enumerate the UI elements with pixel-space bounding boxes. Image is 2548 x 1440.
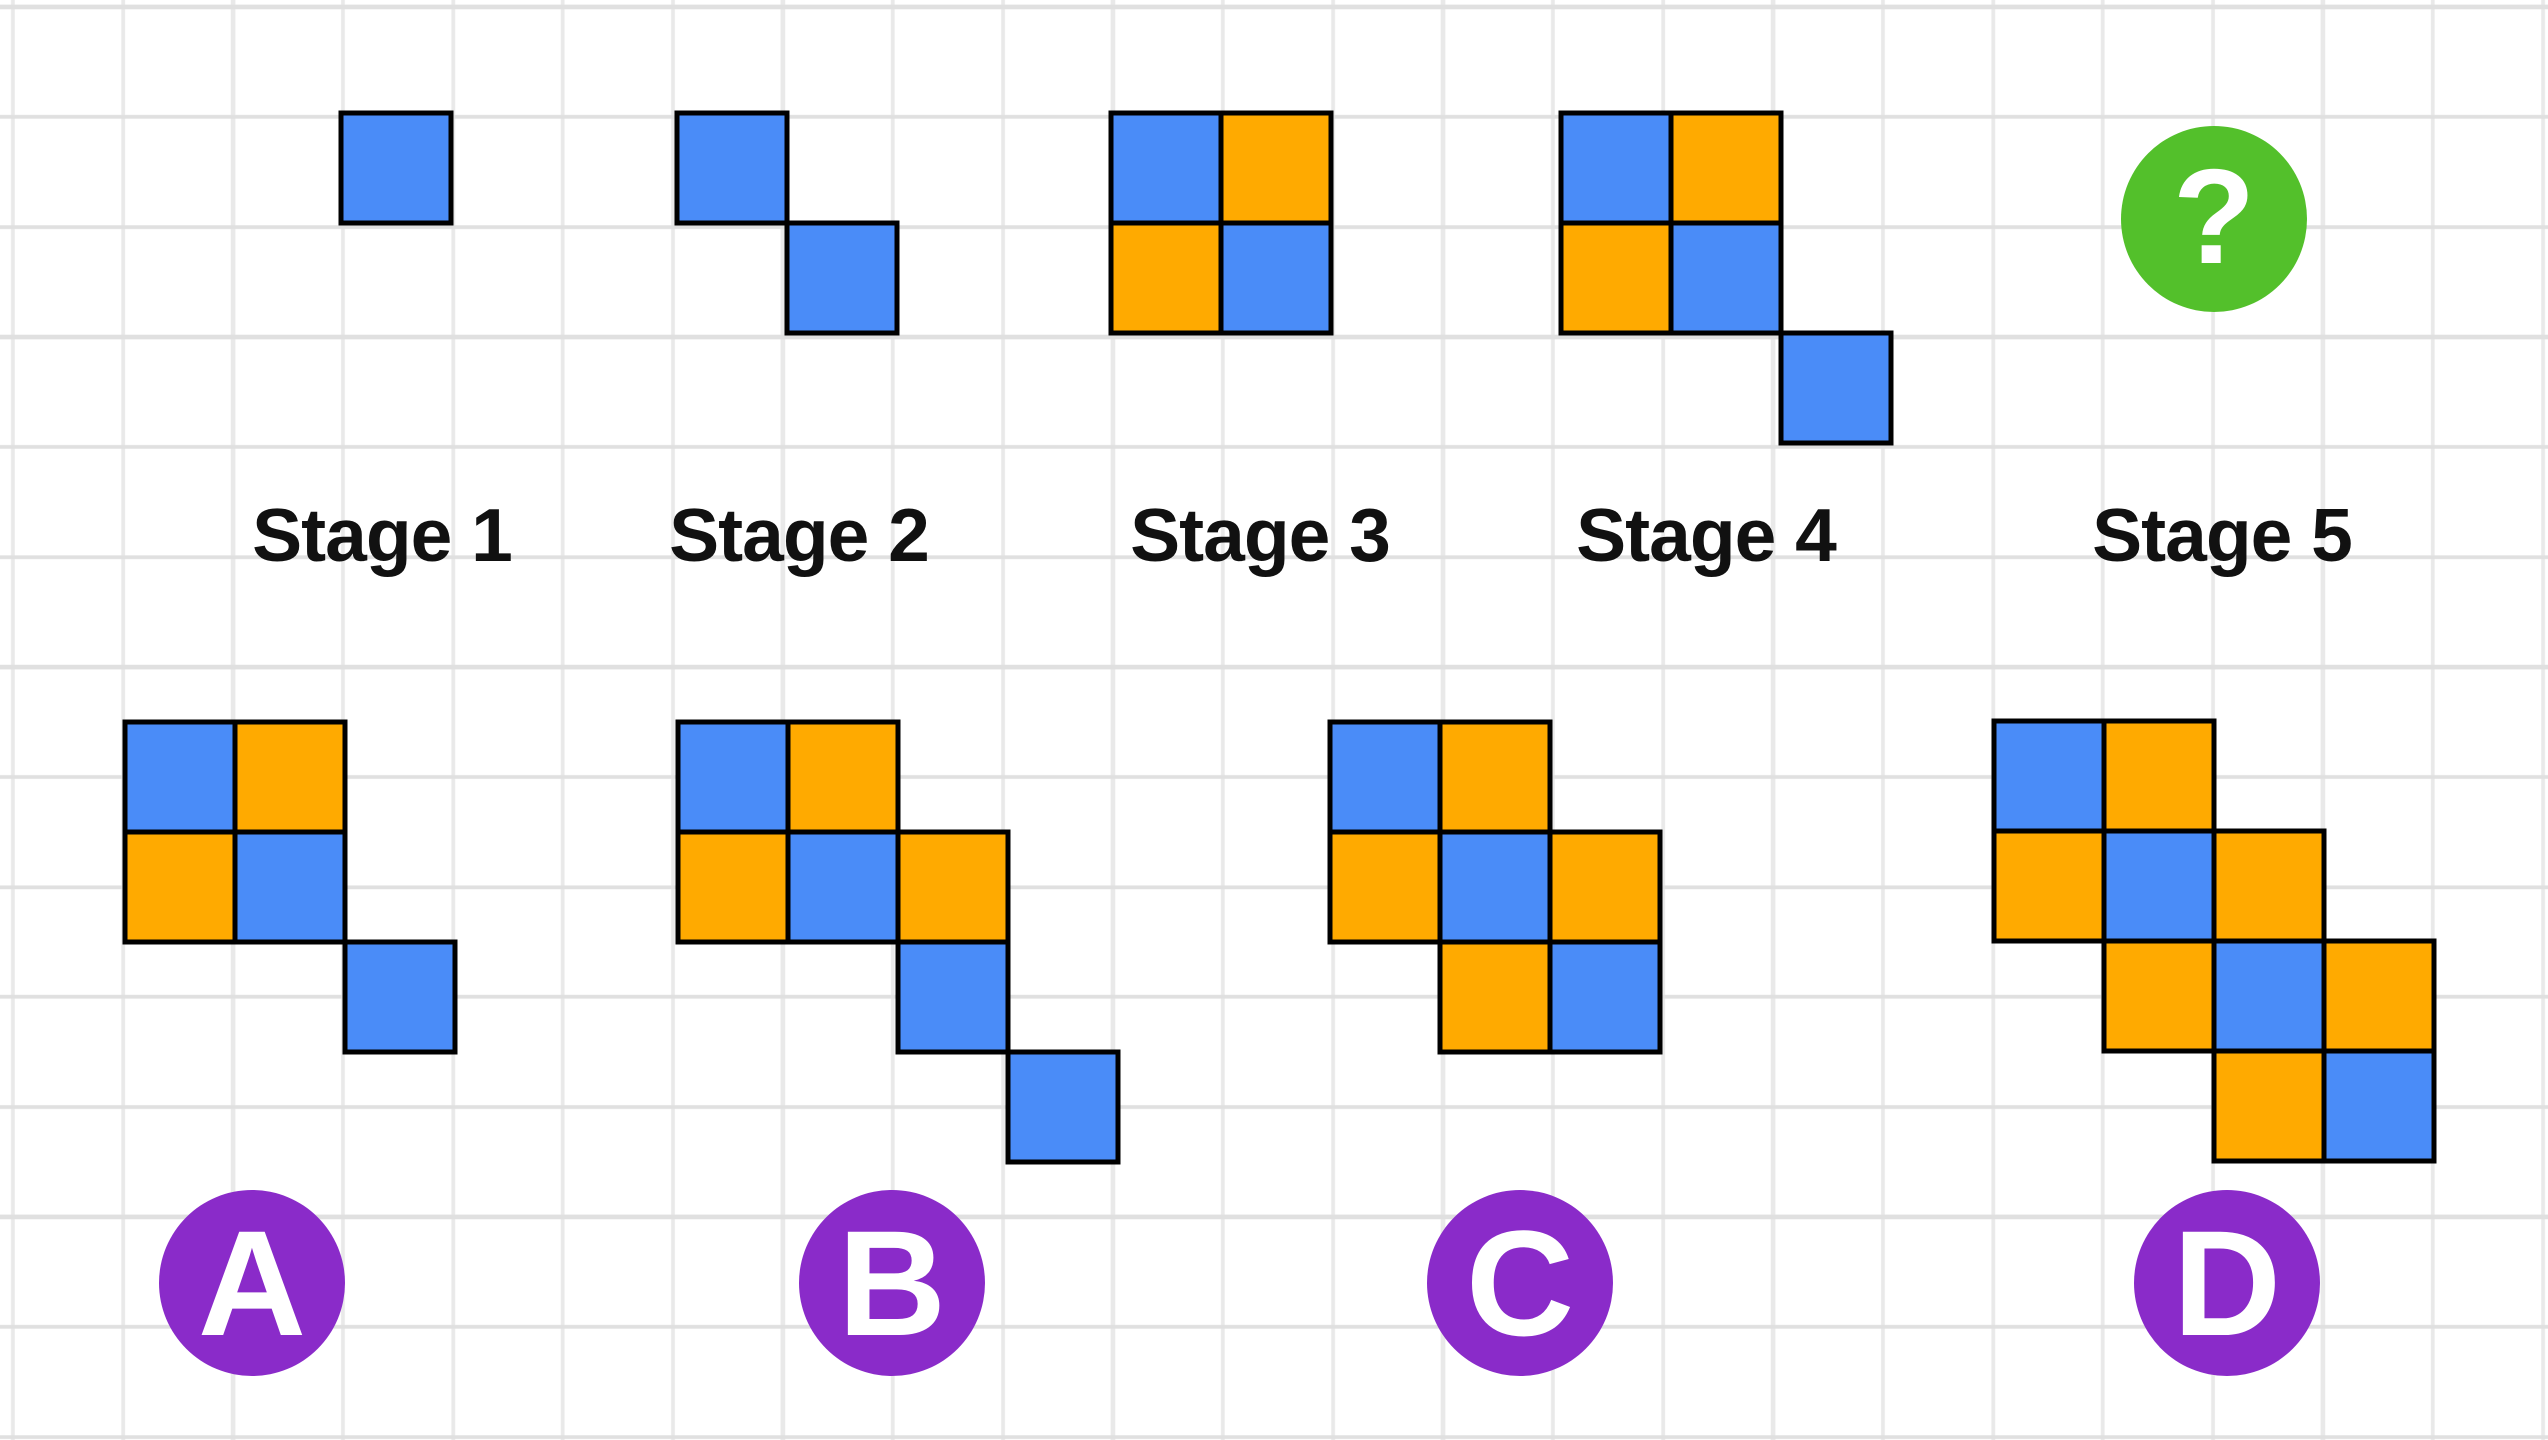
- option-d-pattern[interactable]: [1991, 718, 2437, 1164]
- cell-orange[interactable]: [235, 722, 345, 832]
- cell-blue[interactable]: [2214, 941, 2324, 1051]
- cell-orange[interactable]: [1550, 832, 1660, 942]
- stage-2-pattern: [674, 110, 900, 336]
- option-c-pattern[interactable]: [1327, 719, 1663, 1055]
- cell-blue: [1111, 113, 1221, 223]
- cell-blue[interactable]: [2104, 831, 2214, 941]
- stage-label-4: Stage 4: [1576, 493, 1837, 577]
- stage-4-pattern: [1558, 110, 1894, 446]
- cell-orange[interactable]: [2214, 1051, 2324, 1161]
- cell-orange[interactable]: [1994, 831, 2104, 941]
- cell-blue: [1561, 113, 1671, 223]
- cell-orange: [1671, 113, 1781, 223]
- cell-orange[interactable]: [2104, 941, 2214, 1051]
- cell-blue: [341, 113, 451, 223]
- option-a-badge[interactable]: A: [159, 1190, 345, 1376]
- cell-blue[interactable]: [1330, 722, 1440, 832]
- stage-label-3: Stage 3: [1130, 493, 1391, 577]
- option-b-pattern[interactable]: [675, 719, 1121, 1165]
- cell-orange: [1561, 223, 1671, 333]
- cell-blue: [1778, 330, 1894, 446]
- option-b-letter: B: [837, 1199, 947, 1367]
- cell-blue: [1671, 223, 1781, 333]
- stage-label-2: Stage 2: [669, 493, 930, 577]
- cell-blue: [1221, 223, 1331, 333]
- cell-orange[interactable]: [678, 832, 788, 942]
- stage-label-5: Stage 5: [2092, 493, 2353, 577]
- cell-blue[interactable]: [232, 829, 348, 945]
- stage-1-pattern: [338, 110, 454, 226]
- cell-blue: [1218, 220, 1334, 336]
- cell-blue[interactable]: [898, 942, 1008, 1052]
- cell-orange: [1111, 223, 1221, 333]
- cell-blue: [677, 113, 787, 223]
- cell-orange: [1221, 113, 1331, 223]
- stage-label-1: Stage 1: [252, 493, 513, 577]
- cell-blue[interactable]: [1547, 939, 1663, 1055]
- cell-blue[interactable]: [2321, 1048, 2437, 1164]
- cell-blue[interactable]: [342, 939, 458, 1055]
- cell-blue[interactable]: [678, 722, 788, 832]
- cell-orange[interactable]: [788, 722, 898, 832]
- cell-blue: [674, 110, 790, 226]
- cell-blue[interactable]: [125, 722, 235, 832]
- cell-orange[interactable]: [1330, 832, 1440, 942]
- cell-orange[interactable]: [1440, 942, 1550, 1052]
- cell-orange[interactable]: [2324, 941, 2434, 1051]
- option-a-letter: A: [197, 1199, 307, 1367]
- cell-orange[interactable]: [898, 832, 1008, 942]
- question-mark-circle: ?: [2121, 126, 2307, 312]
- cell-blue[interactable]: [235, 832, 345, 942]
- question-mark-glyph: ?: [2172, 140, 2256, 292]
- cell-blue[interactable]: [1440, 832, 1550, 942]
- cell-blue: [787, 223, 897, 333]
- stage-3-pattern: [1108, 110, 1334, 336]
- cell-blue[interactable]: [788, 832, 898, 942]
- cell-orange[interactable]: [2104, 721, 2214, 831]
- option-c-badge[interactable]: C: [1427, 1190, 1613, 1376]
- cell-orange[interactable]: [1440, 722, 1550, 832]
- cell-blue[interactable]: [1008, 1052, 1118, 1162]
- cell-blue: [784, 220, 900, 336]
- cell-blue: [1668, 220, 1784, 336]
- cell-blue[interactable]: [1994, 721, 2104, 831]
- cell-blue[interactable]: [895, 939, 1011, 1055]
- cell-blue[interactable]: [1550, 942, 1660, 1052]
- cell-orange[interactable]: [125, 832, 235, 942]
- option-b-badge[interactable]: B: [799, 1190, 985, 1376]
- option-c-letter: C: [1465, 1199, 1575, 1367]
- cell-blue: [338, 110, 454, 226]
- option-d-badge[interactable]: D: [2134, 1190, 2320, 1376]
- option-d-letter: D: [2172, 1199, 2282, 1367]
- option-a-pattern[interactable]: [122, 719, 458, 1055]
- cell-blue: [1781, 333, 1891, 443]
- cell-blue[interactable]: [345, 942, 455, 1052]
- cell-blue[interactable]: [1005, 1049, 1121, 1165]
- cell-orange[interactable]: [2214, 831, 2324, 941]
- cell-blue[interactable]: [2324, 1051, 2434, 1161]
